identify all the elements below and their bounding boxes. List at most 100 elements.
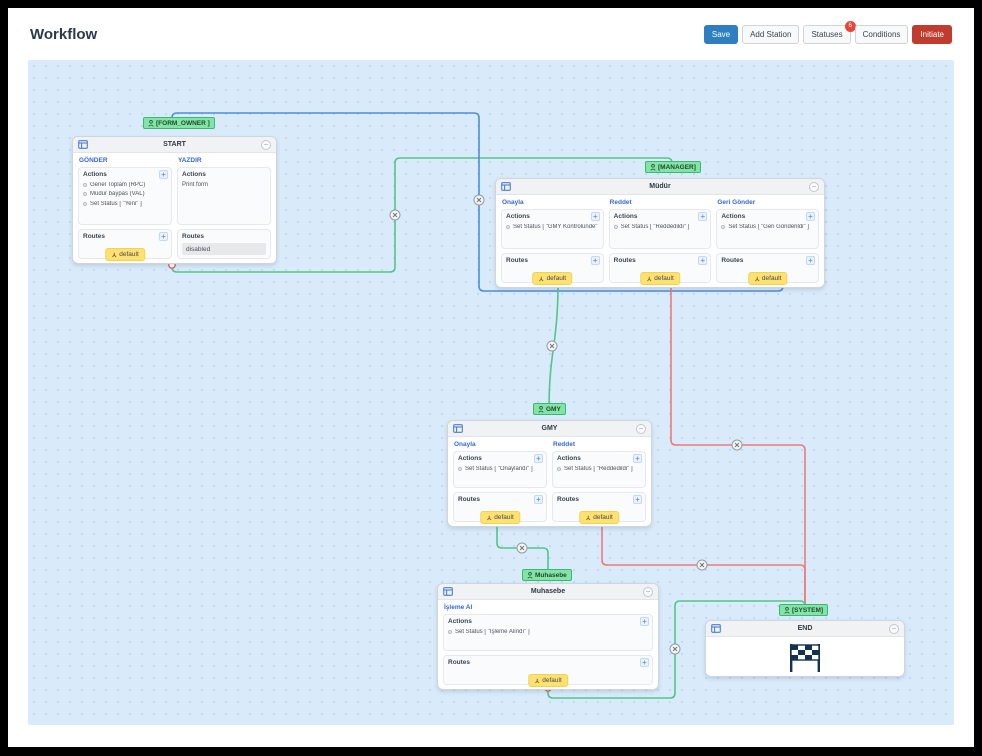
route-icon (647, 276, 652, 281)
station-node-muhasebe[interactable]: Muhasebe − İşleme Al Actions + Set Statu… (437, 583, 659, 690)
routes-panel: Routes + default (608, 253, 712, 285)
add-route-button[interactable]: + (633, 495, 642, 504)
add-action-button[interactable]: + (590, 212, 600, 221)
actions-panel: Actions + Set Status [ "Reddedildi" ] (552, 451, 646, 488)
action-item[interactable]: Set Status [ "GMY Kontrolünde" ] (506, 224, 599, 230)
route-chip-default[interactable]: default (747, 272, 788, 285)
delete-connection-icon[interactable] (473, 194, 485, 206)
actions-panel: Actions + Set Status [ "Geri Gönderildi"… (716, 209, 820, 249)
station-node-end[interactable]: END − (705, 620, 905, 677)
save-button[interactable]: Save (703, 24, 739, 44)
add-action-button[interactable]: + (159, 170, 168, 179)
route-chip-label: default (494, 514, 514, 521)
delete-connection-icon[interactable] (516, 542, 528, 554)
actions-panel: Actions + Set Status [ "GMY Kontrolünde"… (501, 209, 604, 249)
route-chip-default[interactable]: default (105, 248, 145, 261)
routes-label: Routes (182, 233, 205, 240)
action-radio-icon (83, 192, 87, 196)
station-node-start[interactable]: START − GÖNDER Actions + Genel Toplam (R… (72, 136, 277, 264)
add-action-button[interactable]: + (806, 212, 816, 221)
actions-panel: Actions + Set Status [ "Reddedildi" ] (608, 209, 712, 249)
collapse-icon[interactable]: − (643, 586, 653, 597)
add-route-button[interactable]: + (806, 256, 816, 265)
status-column-gonder: GÖNDER Actions + Genel Toplam (RPC) Müdü… (78, 156, 172, 261)
route-icon (535, 678, 540, 683)
status-column-yazdir: YAZDIR Actions Print form Routes disable… (177, 156, 271, 259)
station-title: GMY (541, 425, 558, 432)
role-badge-muhasebe[interactable]: Muhasebe (522, 569, 572, 581)
workflow-canvas[interactable]: [FORM_OWNER ] [MANAGER] GMY Muhasebe [SY… (28, 60, 954, 725)
action-item[interactable]: Set Status [ "Reddedildi" ] (557, 466, 641, 472)
add-action-button[interactable]: + (633, 454, 642, 463)
delete-connection-icon[interactable] (696, 559, 708, 571)
station-header: GMY − (448, 421, 651, 437)
role-badge-system[interactable]: [SYSTEM] (779, 604, 829, 616)
action-item-label: Print form (182, 182, 209, 188)
add-action-button[interactable]: + (698, 212, 708, 221)
add-route-button[interactable]: + (534, 495, 543, 504)
action-item[interactable]: Genel Toplam (RPC) (83, 182, 167, 188)
route-chip-default[interactable]: default (528, 674, 568, 687)
role-badge-manager[interactable]: [MANAGER] (645, 161, 701, 173)
action-item[interactable]: Set Status [ "Reddedildi" ] (613, 224, 707, 230)
station-table-icon (453, 424, 463, 433)
person-icon (650, 163, 656, 171)
station-node-gmy[interactable]: GMY − Onayla Actions + Set Status [ "Ona… (447, 420, 652, 527)
route-chip-default[interactable]: default (579, 511, 619, 524)
actions-label: Actions (448, 618, 472, 625)
action-item-label: Müdür baypas (VAL) (90, 191, 145, 197)
add-station-button[interactable]: Add Station (742, 24, 800, 44)
edge-mudur-onayla-to-gmy (548, 282, 559, 411)
add-route-button[interactable]: + (640, 658, 649, 667)
station-table-icon (78, 140, 88, 149)
add-action-button[interactable]: + (534, 454, 543, 463)
delete-connection-icon[interactable] (546, 340, 558, 352)
route-chip-label: default (546, 275, 567, 282)
route-chip-label: default (542, 677, 562, 684)
role-badge-label: [MANAGER] (658, 163, 696, 171)
route-chip-default[interactable]: default (532, 272, 573, 285)
collapse-icon[interactable]: − (889, 623, 899, 634)
add-route-button[interactable]: + (698, 256, 708, 265)
route-icon (112, 252, 117, 257)
add-action-button[interactable]: + (640, 617, 649, 626)
delete-connection-icon[interactable] (669, 643, 681, 655)
role-badge-form-owner[interactable]: [FORM_OWNER ] (143, 117, 215, 129)
status-column-reddet: Reddet Actions + Set Status [ "Reddedild… (552, 440, 646, 524)
action-radio-icon (448, 629, 452, 634)
action-item[interactable]: Set Status [ "Onaylandı" ] (458, 466, 542, 472)
add-route-button[interactable]: + (590, 256, 600, 265)
routes-label: Routes (448, 659, 471, 666)
status-column-title: YAZDIR (178, 157, 202, 164)
action-item[interactable]: Set Status [ "Yeni" ] (83, 201, 167, 207)
station-node-mudur[interactable]: Müdür − Onayla Actions + Set Status [ "G… (495, 178, 825, 288)
action-item[interactable]: Müdür baypas (VAL) (83, 191, 167, 197)
initiate-button[interactable]: Initiate (912, 24, 952, 44)
action-item-label: Set Status [ "Yeni" ] (90, 200, 142, 207)
person-icon (538, 405, 544, 413)
role-badge-gmy[interactable]: GMY (533, 403, 566, 415)
conditions-button[interactable]: Conditions (854, 24, 909, 44)
route-chip-default[interactable]: default (640, 272, 680, 285)
collapse-icon[interactable]: − (261, 139, 271, 150)
collapse-icon[interactable]: − (809, 181, 819, 192)
route-chip-default[interactable]: default (480, 511, 520, 524)
delete-connection-icon[interactable] (389, 209, 401, 221)
station-title: END (797, 625, 813, 632)
collapse-icon[interactable]: − (636, 423, 646, 434)
routes-label: Routes (506, 257, 529, 264)
action-item[interactable]: Set Status [ "Geri Gönderildi" ] (721, 224, 814, 230)
actions-panel: Actions + Set Status [ "İşleme Alındı" ] (443, 614, 653, 651)
routes-panel: Routes + default (716, 253, 820, 285)
delete-connection-icon[interactable] (731, 439, 743, 451)
add-route-button[interactable]: + (159, 232, 168, 241)
routes-panel: Routes + default (552, 492, 646, 524)
actions-label: Actions (506, 213, 530, 220)
action-radio-icon (557, 466, 561, 471)
action-item[interactable]: Set Status [ "İşleme Alındı" ] (448, 629, 648, 635)
statuses-count-badge: 6 (844, 20, 856, 32)
station-body: GÖNDER Actions + Genel Toplam (RPC) Müdü… (73, 153, 276, 263)
